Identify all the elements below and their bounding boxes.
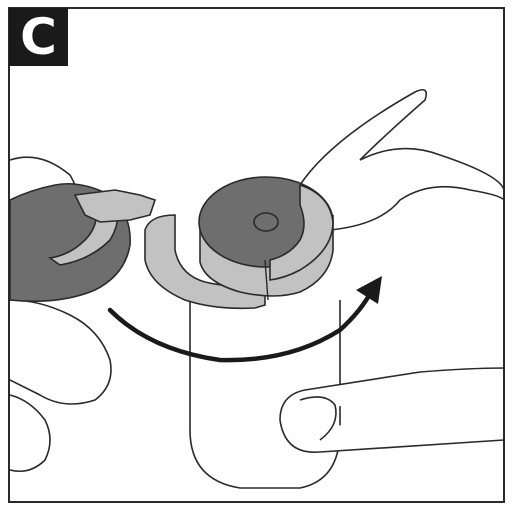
step-badge: C xyxy=(9,8,68,66)
left-cap-fragment xyxy=(10,184,155,302)
bottle-cap xyxy=(199,177,333,300)
